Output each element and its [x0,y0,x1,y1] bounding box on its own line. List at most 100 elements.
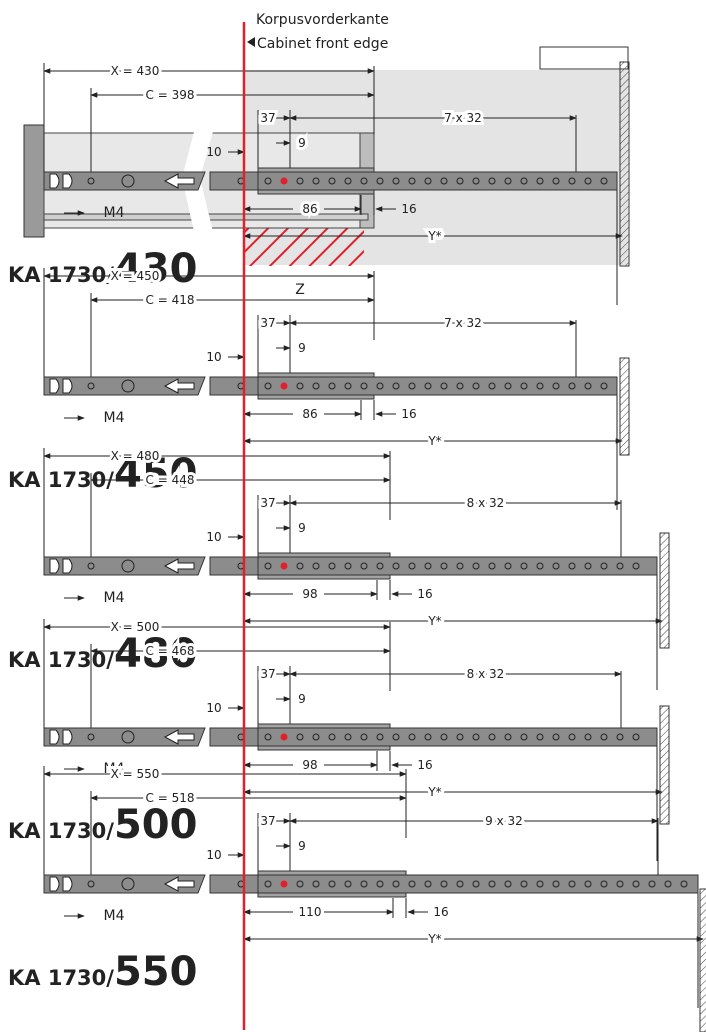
hole-icon [360,880,368,888]
hole-icon [280,177,288,185]
hole-icon [376,733,384,741]
hole-icon [296,382,304,390]
dim-m4-label: M4 [104,205,125,221]
stop-lug-icon [49,378,73,394]
front-edge-label-en: Cabinet front edge [257,36,388,52]
hole-icon [568,562,576,570]
hole-icon [584,177,592,185]
hole-icon [600,733,608,741]
mount-hole-icon [121,559,135,573]
hole-icon [408,177,416,185]
dim-16-label: 16 [401,202,416,216]
hole-icon [600,177,608,185]
dim-pitch-label: 7 x 32 [444,111,482,125]
model-prefix: KA 1730/ [8,648,114,672]
m4-hole-icon [87,733,95,741]
hole-icon [472,733,480,741]
mount-hole-icon [121,730,135,744]
dim-x-label: X = 550 [111,767,160,781]
mount-hole-icon [121,174,135,188]
pull-direction-arrow-icon [163,378,195,394]
dim-10-label: 10 [206,848,221,862]
dim-m4-label: M4 [104,410,125,426]
hole-icon [360,177,368,185]
cabinet-section [23,46,630,267]
hole-icon [616,733,624,741]
inner-rail [43,171,206,191]
hole-icon [536,880,544,888]
hole-icon [472,562,480,570]
model-title: KA 1730/500 [8,802,197,848]
hole-icon [632,733,640,741]
hole-icon [680,880,688,888]
hole-icon [408,562,416,570]
dim-16-label: 16 [433,905,448,919]
hole-icon [424,382,432,390]
inner-rail-front [209,376,259,396]
dim-37-label: 37 [260,667,275,681]
hole-icon [440,177,448,185]
hole-icon [568,382,576,390]
hole-icon [312,562,320,570]
hole-icon [504,733,512,741]
hole-icon [312,880,320,888]
cabinet-rail [257,171,618,191]
dim-37-label: 37 [260,111,275,125]
dim-c-label: C = 468 [146,644,195,658]
dim-9-label: 9 [298,521,306,535]
dim-y-label: Y* [427,229,441,243]
hole-icon [264,733,272,741]
stop-lug-icon [49,729,73,745]
hole-icon [280,382,288,390]
dim-10-label: 10 [206,530,221,544]
model-title: KA 1730/450 [8,451,197,497]
hole-icon [296,562,304,570]
model-size: 430 [114,246,198,292]
inner-rail-front [209,171,259,191]
dim-pitch-label: 7 x 32 [444,316,482,330]
hole-icon [344,177,352,185]
dim-pitch-label: 9 x 32 [485,814,523,828]
hole-icon [504,177,512,185]
cabinet-side-wall [659,705,670,825]
inner-rail-front [209,556,259,576]
dim-x-label: X = 500 [111,620,160,634]
hole-icon [280,880,288,888]
model-size: 500 [114,802,198,848]
hole-icon [488,880,496,888]
hole-icon [600,880,608,888]
model-prefix: KA 1730/ [8,966,114,990]
hole-icon [360,382,368,390]
hole-icon [520,562,528,570]
cabinet-side-wall [619,357,630,456]
model-size: 480 [114,631,198,677]
model-prefix: KA 1730/ [8,819,114,843]
hole-icon [472,382,480,390]
hole-icon [632,562,640,570]
hole-icon [376,382,384,390]
hole-icon [392,177,400,185]
m4-hole-icon [87,880,95,888]
hole-icon [552,382,560,390]
hole-icon [456,382,464,390]
hole-icon [328,562,336,570]
dim-9-label: 9 [298,839,306,853]
dim-y-label: Y* [427,785,441,799]
hole-icon [392,382,400,390]
hole-icon [392,880,400,888]
hole-icon [376,177,384,185]
hole-icon [424,177,432,185]
cabinet-side-wall [659,532,670,649]
hole-icon [360,562,368,570]
hole-icon [328,880,336,888]
hole-icon [456,733,464,741]
dim-10-label: 10 [206,701,221,715]
model-title: KA 1730/550 [8,949,197,995]
hole-icon [536,382,544,390]
dim-c-label: C = 398 [146,88,195,102]
mount-hole-icon [121,877,135,891]
dim-x-label: X = 430 [111,64,160,78]
hole-icon [504,562,512,570]
